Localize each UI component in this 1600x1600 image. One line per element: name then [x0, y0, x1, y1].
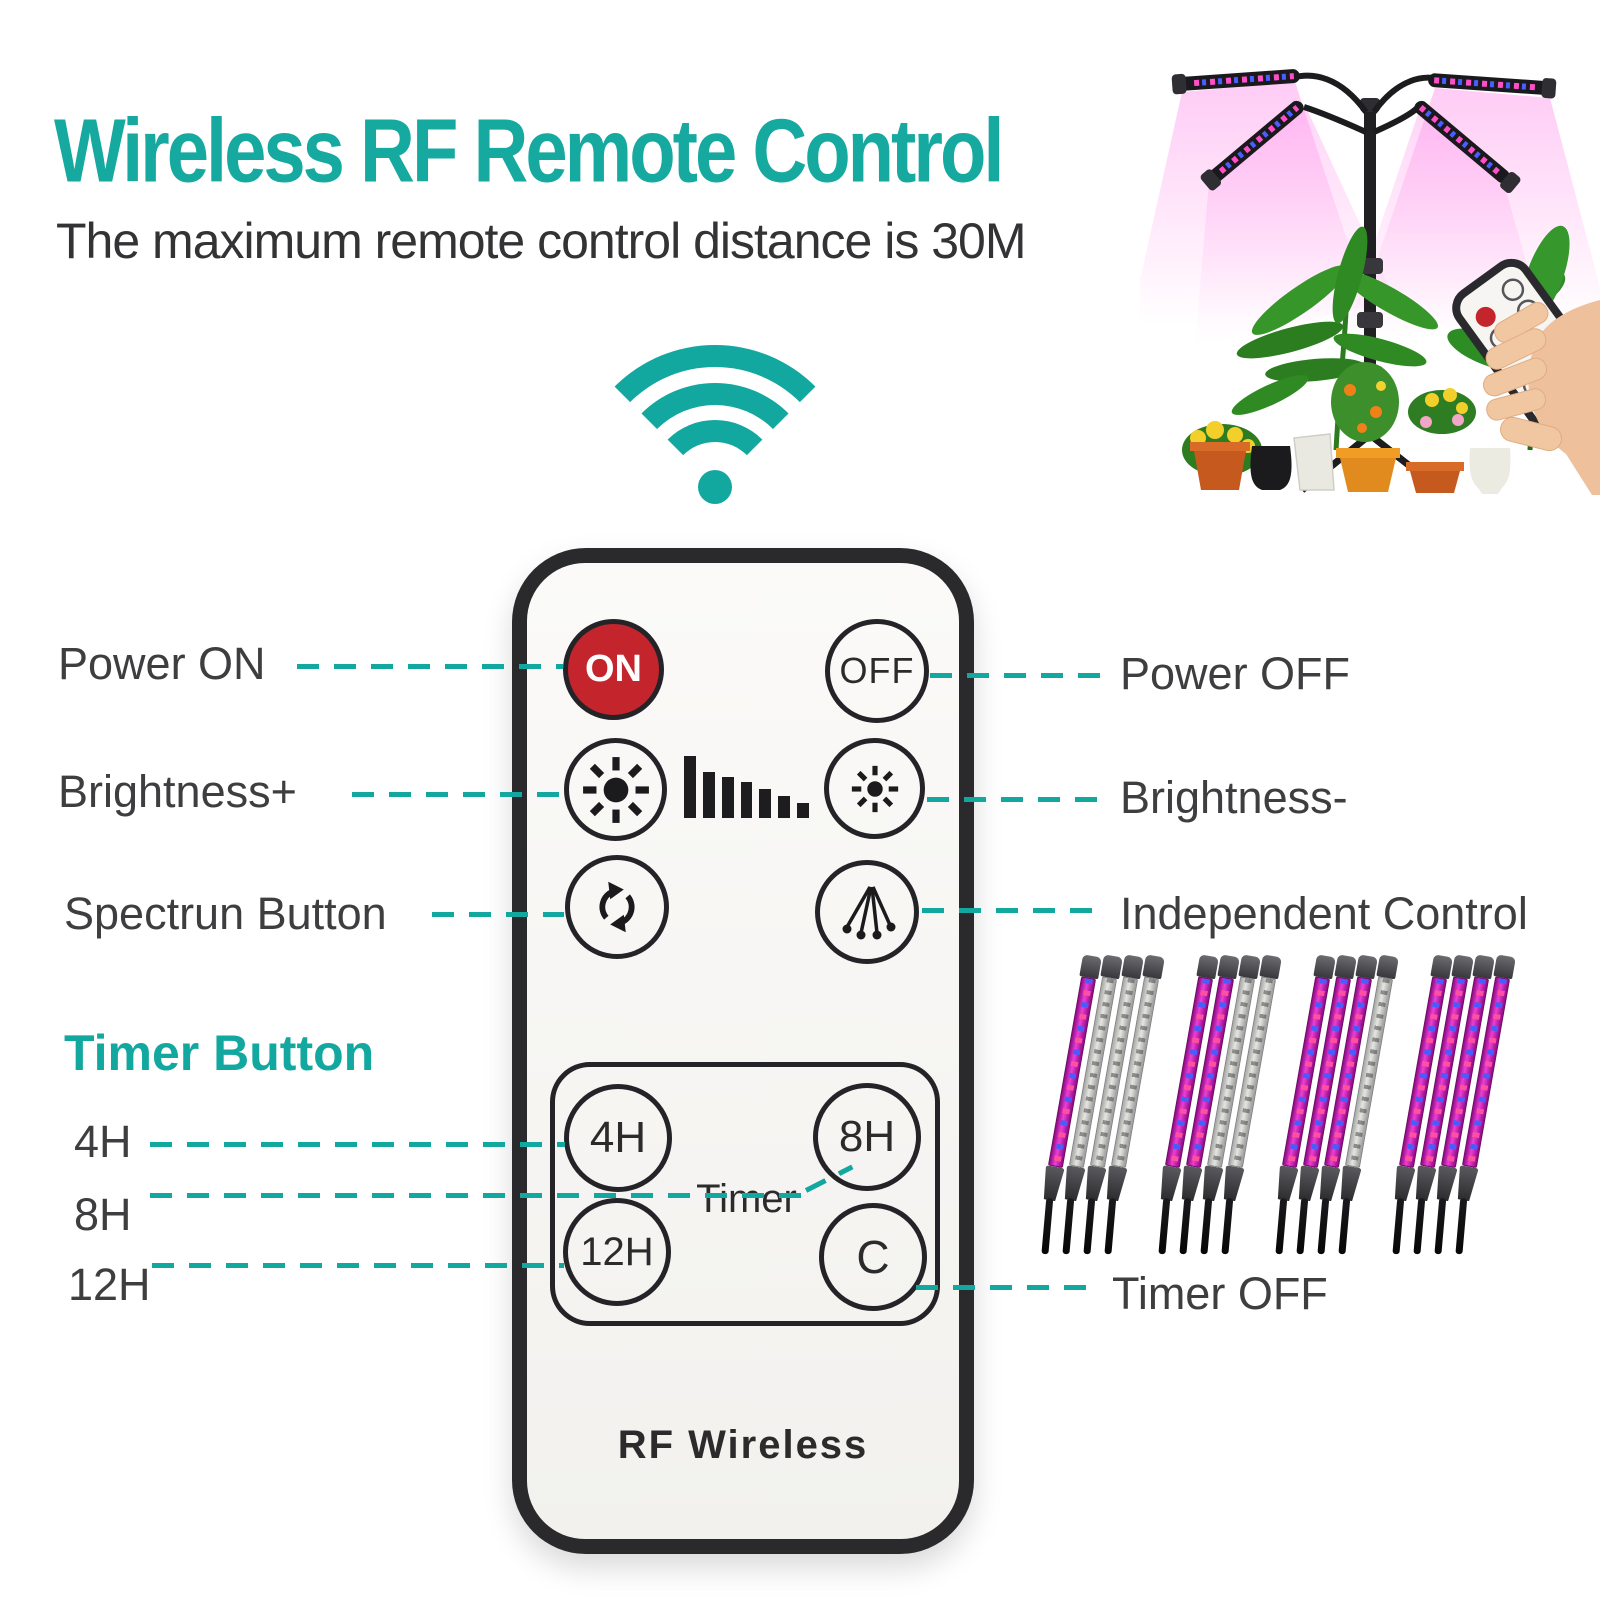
leader-timer-off — [916, 1285, 1098, 1290]
timer-label: Timer — [696, 1177, 797, 1221]
leader-power-off — [930, 673, 1100, 678]
leader-brightness-minus — [927, 797, 1100, 802]
timer-4h-button[interactable]: 4H — [564, 1084, 672, 1192]
leader-power-on — [297, 664, 563, 669]
wifi-dot — [698, 470, 732, 504]
cycle-arrows-icon — [599, 881, 635, 933]
page-subtitle: The maximum remote control distance is 3… — [56, 213, 1026, 269]
leader-4h — [150, 1142, 565, 1147]
page-title: Wireless RF Remote Control — [54, 101, 1004, 202]
spectrum-button[interactable] — [565, 855, 669, 959]
leader-12h — [152, 1263, 564, 1268]
hand-with-remote — [1452, 258, 1600, 495]
plant-pots — [1190, 433, 1511, 494]
leader-brightness-plus — [352, 792, 564, 797]
callout-timer-heading: Timer Button — [64, 1025, 375, 1081]
sun-dim-icon — [851, 765, 898, 812]
power-on-button[interactable]: ON — [563, 619, 664, 720]
leader-spectrum — [432, 912, 564, 917]
callout-independent: Independent Control — [1120, 888, 1528, 939]
brightness-plus-button[interactable] — [564, 738, 667, 841]
timer-clear-button[interactable]: C — [819, 1203, 927, 1311]
callout-timer-off: Timer OFF — [1112, 1268, 1328, 1319]
brightness-minus-button[interactable] — [824, 738, 925, 839]
callout-brightness-minus: Brightness- — [1120, 772, 1348, 823]
leader-independent — [922, 908, 1104, 913]
led-strips — [1085, 954, 1585, 1286]
callout-12h: 12H — [68, 1259, 151, 1310]
callout-8h: 8H — [74, 1189, 132, 1240]
grow-light-bars — [1171, 69, 1557, 194]
callout-brightness-plus: Brightness+ — [58, 766, 297, 817]
leader-8h — [150, 1193, 810, 1198]
sun-bright-icon — [582, 756, 649, 823]
led-group — [1436, 954, 1556, 1286]
remote-brand: RF Wireless — [617, 1423, 869, 1467]
independent-control-button[interactable] — [815, 860, 919, 964]
timer-12h-button[interactable]: 12H — [563, 1198, 671, 1306]
fan-rays-icon — [842, 886, 896, 940]
product-photo — [1140, 69, 1600, 495]
remote-face — [527, 563, 959, 1539]
callout-power-off: Power OFF — [1120, 648, 1351, 699]
timer-8h-button[interactable]: 8H — [813, 1083, 921, 1191]
callout-power-on: Power ON — [58, 638, 266, 689]
power-off-button[interactable]: OFF — [825, 619, 929, 723]
signal-bars-icon — [684, 754, 810, 818]
callout-spectrum: Spectrun Button — [64, 888, 387, 939]
callout-4h: 4H — [74, 1116, 132, 1167]
remote-control: ON OFF — [512, 548, 974, 1554]
